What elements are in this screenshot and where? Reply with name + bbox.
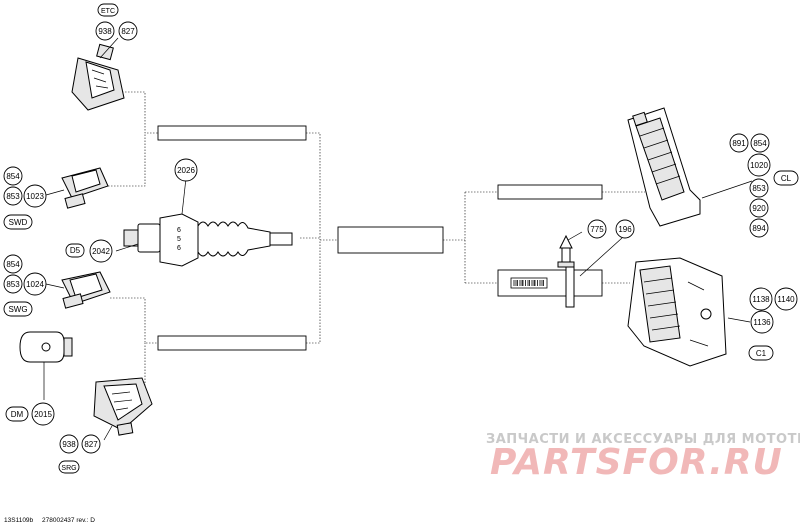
callout-920-text: 920 <box>752 204 766 213</box>
callout-1138 <box>749 287 773 311</box>
callout-1136 <box>750 310 774 334</box>
callout-853-c-text: 853 <box>752 184 766 193</box>
callout-srg-text: SRG <box>61 465 76 472</box>
callout-853-b <box>3 274 23 294</box>
callout-894 <box>749 218 769 238</box>
callout-swd-text: SWD <box>9 218 28 227</box>
callout-2015-text: 2015 <box>34 410 52 419</box>
ground-stud <box>557 234 575 308</box>
callout-1023 <box>23 184 47 208</box>
callout-2042 <box>89 239 113 263</box>
sensor-marks-3: 6 <box>177 245 181 252</box>
module-c1 <box>627 257 727 367</box>
sensor-2026: 6 5 6 <box>123 213 293 267</box>
callout-cl <box>773 170 799 186</box>
callout-c1-text: C1 <box>756 349 767 358</box>
callout-853-c <box>749 178 769 198</box>
callout-c1 <box>748 345 774 361</box>
footer: 13S1109b 278002437 rev.: D <box>4 517 95 524</box>
wire-label-boxes <box>157 125 603 351</box>
callouts: ETC 938 827 854 853 1023 SWD 2026 D5 204… <box>3 3 799 474</box>
callout-775-text: 775 <box>590 225 604 234</box>
callout-853-a-text: 853 <box>6 192 20 201</box>
swd-connector <box>61 167 109 209</box>
callout-swg <box>3 301 33 317</box>
wire-box-lower-left <box>157 335 307 351</box>
callout-swg-text: SWG <box>8 305 27 314</box>
callout-dm-text: DM <box>11 410 24 419</box>
watermark: ЗАПЧАСТИ И АКСЕССУАРЫ ДЛЯ МОТОТЕХНИКИ PA… <box>486 432 800 483</box>
wire-box-upper-right <box>497 184 603 200</box>
dm-sensor <box>19 331 73 363</box>
callout-891-text: 891 <box>732 139 746 148</box>
callout-938-bot <box>59 434 79 454</box>
callout-854-b-text: 854 <box>6 260 20 269</box>
callout-827-bot <box>81 434 101 454</box>
callout-1024-text: 1024 <box>26 280 44 289</box>
callout-920 <box>749 198 769 218</box>
callout-2015 <box>31 402 55 426</box>
callout-938-bot-text: 938 <box>62 440 76 449</box>
module-cl <box>627 107 701 227</box>
etc-connector <box>71 43 125 111</box>
wire-box-center <box>337 226 444 254</box>
swg-connector <box>61 271 111 309</box>
callout-894-text: 894 <box>752 224 766 233</box>
callout-etc <box>97 3 119 17</box>
callout-196 <box>615 219 635 239</box>
sensor-marks-1: 6 <box>177 227 181 234</box>
callout-2026 <box>174 158 198 182</box>
callout-d5 <box>65 243 85 258</box>
callout-827-bot-text: 827 <box>84 440 98 449</box>
callout-853-a <box>3 186 23 206</box>
callout-854-c <box>750 133 770 153</box>
sensor-marks-2: 5 <box>177 236 181 243</box>
callout-srg <box>58 460 80 474</box>
callout-775 <box>587 219 607 239</box>
callout-891 <box>729 133 749 153</box>
callout-854-b <box>3 254 23 274</box>
callout-cl-text: CL <box>781 174 792 183</box>
callout-1024 <box>23 272 47 296</box>
figure-reference: 13S1109b <box>4 517 34 524</box>
leader-lines <box>43 37 753 441</box>
srg-connector <box>93 377 153 436</box>
callout-d5-text: D5 <box>70 246 81 255</box>
callout-854-a <box>3 166 23 186</box>
callout-1020 <box>747 153 771 177</box>
barcode-label <box>510 277 548 289</box>
callout-1020-text: 1020 <box>750 161 768 170</box>
callout-1136-text: 1136 <box>753 318 771 327</box>
callout-938-top <box>95 21 115 41</box>
callout-etc-text: ETC <box>101 8 115 15</box>
callout-854-a-text: 854 <box>6 172 20 181</box>
wire-box-upper-left <box>157 125 307 141</box>
part-revision: 278002437 rev.: D <box>42 517 95 524</box>
callout-dm <box>5 406 29 422</box>
callout-1140-text: 1140 <box>777 295 795 304</box>
callout-swd <box>3 214 33 230</box>
callout-1023-text: 1023 <box>26 192 44 201</box>
watermark-logo-text: PARTSFOR.RU <box>490 442 783 483</box>
callout-854-c-text: 854 <box>753 139 767 148</box>
callout-2026-text: 2026 <box>177 166 195 175</box>
callout-1138-text: 1138 <box>752 295 770 304</box>
callout-827-top <box>118 21 138 41</box>
callout-196-text: 196 <box>618 225 632 234</box>
watermark-line-1: ЗАПЧАСТИ И АКСЕССУАРЫ ДЛЯ МОТОТЕХНИКИ <box>486 432 800 447</box>
callout-2042-text: 2042 <box>92 247 110 256</box>
callout-853-b-text: 853 <box>6 280 20 289</box>
callout-827-top-text: 827 <box>121 27 135 36</box>
callout-938-top-text: 938 <box>98 27 112 36</box>
callout-1140 <box>774 287 798 311</box>
